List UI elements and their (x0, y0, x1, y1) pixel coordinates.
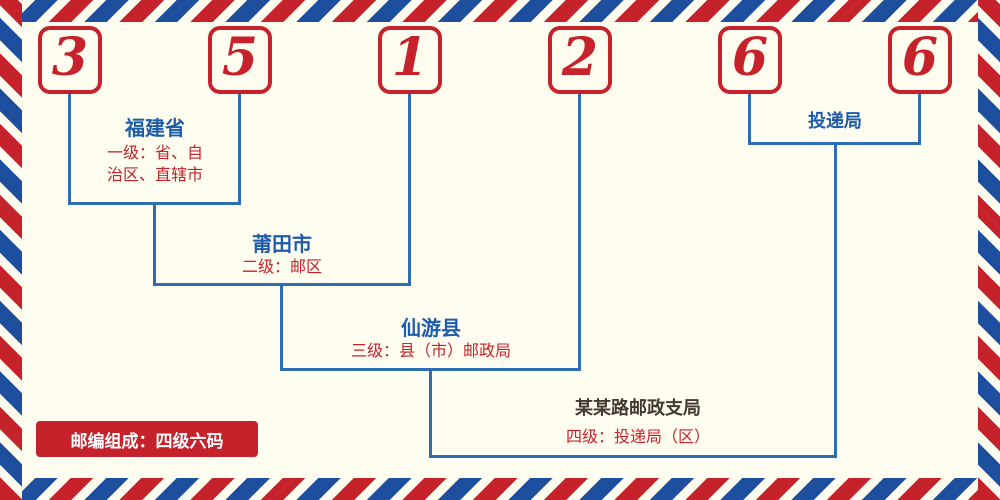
connector-line (68, 94, 71, 205)
digit-2: 5 (221, 27, 259, 88)
connector-line (429, 368, 432, 458)
connector-line (748, 94, 751, 145)
level2-desc: 二级：邮区 (241, 257, 322, 276)
footer-badge-text: 邮编组成：四级六码 (70, 431, 224, 452)
connector-line (429, 455, 837, 458)
level1-name: 福建省 (125, 116, 185, 140)
connector-line (238, 94, 241, 205)
level4-desc: 四级：投递局（区） (565, 427, 710, 446)
connector-line (834, 142, 837, 458)
digit-6: 6 (901, 27, 939, 88)
connector-line (578, 94, 581, 371)
connector-line (408, 94, 411, 286)
digit-box-3: 1 (378, 26, 442, 94)
digit-1: 3 (51, 27, 89, 88)
level2-name: 莆田市 (252, 232, 312, 256)
digit-box-1: 3 (38, 26, 102, 94)
digit-box-2: 5 (208, 26, 272, 94)
connector-line (918, 94, 921, 145)
level4-name: 某某路邮政支局 (575, 398, 701, 419)
level3-name: 仙游县 (401, 316, 461, 340)
airmail-border-left (0, 0, 22, 500)
connector-line (280, 283, 283, 371)
footer-badge: 邮编组成：四级六码 (36, 421, 258, 457)
delivery-office-label: 投递局 (808, 111, 862, 132)
airmail-border-bottom (0, 478, 1000, 500)
digit-box-5: 6 (718, 26, 782, 94)
level1-desc: 一级：省、自 治区、直辖市 (106, 143, 203, 184)
digit-box-6: 6 (888, 26, 952, 94)
digit-5: 6 (731, 27, 769, 88)
digit-box-4: 2 (548, 26, 612, 94)
digit-3: 1 (391, 27, 429, 88)
airmail-border-right (978, 0, 1000, 500)
digit-4: 2 (561, 27, 599, 88)
level3-desc: 三级：县（市）邮政局 (350, 341, 511, 360)
airmail-border-top (0, 0, 1000, 22)
connector-line (153, 202, 156, 286)
